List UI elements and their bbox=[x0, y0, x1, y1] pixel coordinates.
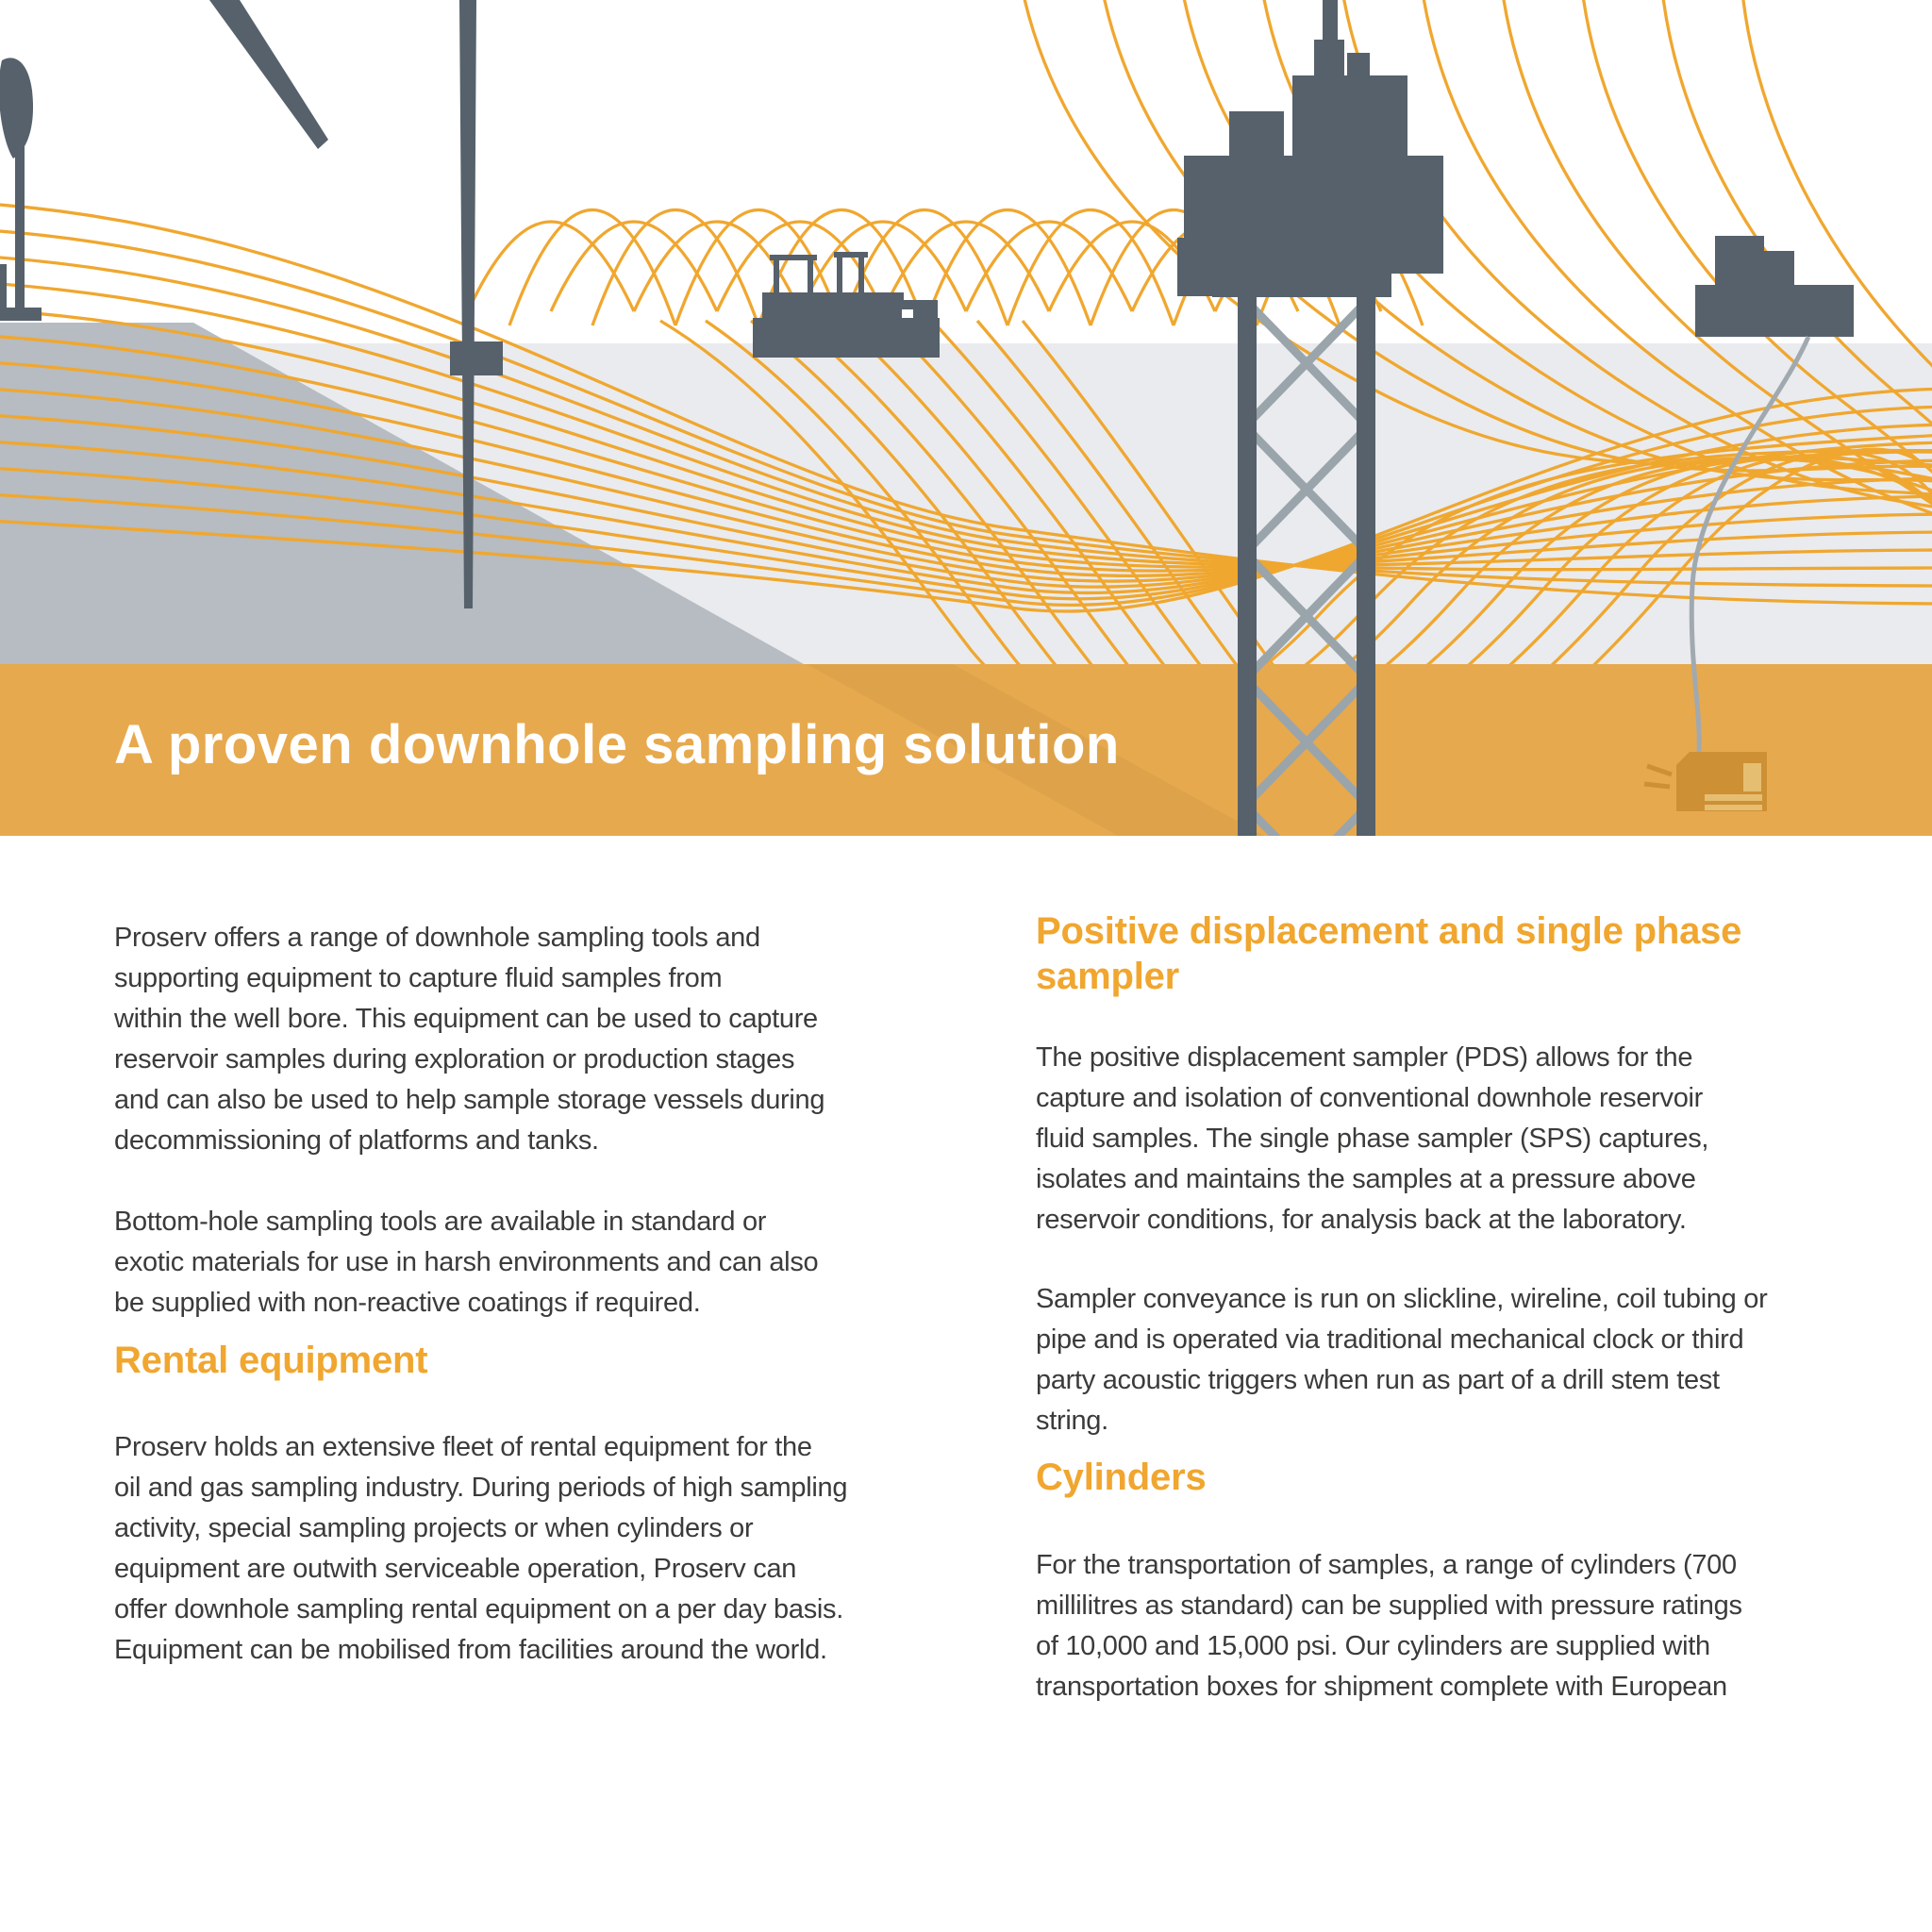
crane-derrick-icon bbox=[209, 0, 503, 608]
cylinders-paragraph: For the transportation of samples, a ran… bbox=[1036, 1550, 1742, 1702]
pump-jack-icon bbox=[0, 58, 42, 321]
title-banner bbox=[0, 664, 1932, 836]
page-title: A proven downhole sampling solution bbox=[114, 714, 1120, 775]
offshore-platform-icon bbox=[1177, 0, 1443, 297]
right-column: Positive displacement and single phase s… bbox=[1036, 908, 1927, 1707]
survey-boat-icon bbox=[1695, 236, 1854, 337]
seismic-waves-icon bbox=[0, 0, 1932, 664]
rental-equipment-paragraph: Proserv holds an extensive fleet of rent… bbox=[114, 1432, 848, 1665]
sampler-paragraph-2: Sampler conveyance is run on slickline, … bbox=[1036, 1284, 1768, 1436]
intro-paragraph-2: Bottom-hole sampling tools are available… bbox=[114, 1207, 819, 1318]
supply-vessel-icon bbox=[753, 252, 940, 358]
sea-surface bbox=[0, 343, 1932, 664]
headland-wedge bbox=[0, 323, 804, 664]
left-column: Proserv offers a range of downhole sampl… bbox=[114, 918, 897, 1671]
intro-paragraph-1: Proserv offers a range of downhole sampl… bbox=[114, 923, 825, 1156]
sampler-heading: Positive displacement and single phase s… bbox=[1036, 910, 1742, 997]
cylinders-heading: Cylinders bbox=[1036, 1457, 1207, 1498]
hero-section: A proven downhole sampling solution bbox=[0, 0, 1932, 836]
rental-equipment-heading: Rental equipment bbox=[114, 1340, 428, 1381]
sampler-paragraph-1: The positive displacement sampler (PDS) … bbox=[1036, 1042, 1709, 1235]
